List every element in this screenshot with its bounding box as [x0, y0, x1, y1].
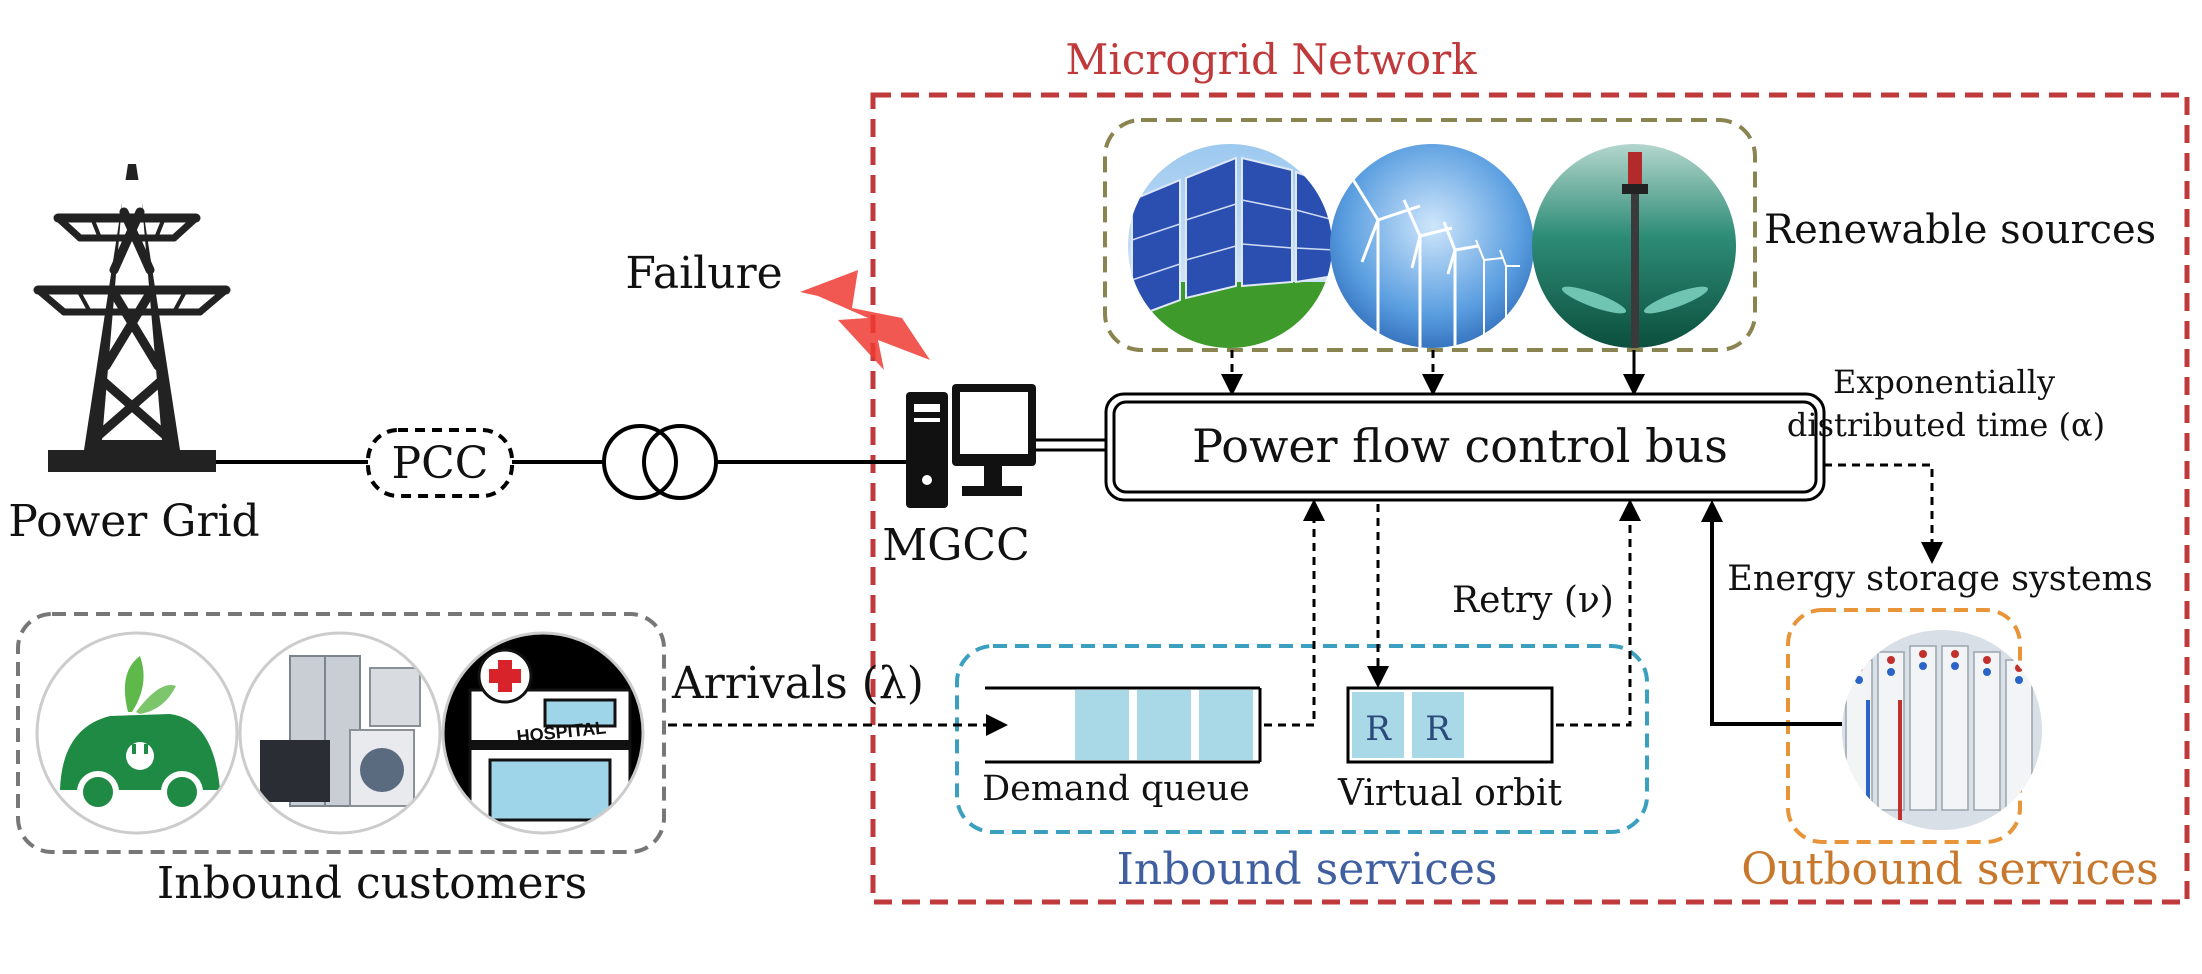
arrivals-label: Arrivals (λ) [671, 658, 924, 709]
appliances-image [240, 633, 440, 833]
demand-queue [985, 686, 1262, 764]
power-flow-bus-label: Power flow control bus [1192, 419, 1728, 473]
outbound-services-label: Outbound services [1741, 844, 2158, 895]
bus-to-storage-arrow [1824, 463, 1943, 564]
mgcc-label: MGCC [882, 520, 1030, 571]
energy-storage-label: Energy storage systems [1727, 559, 2152, 599]
solar-panel-image [1128, 144, 1332, 348]
demand-queue-label: Demand queue [982, 769, 1250, 809]
microgrid-network-title: Microgrid Network [1065, 35, 1477, 84]
orbit-slot-1: R [1365, 709, 1392, 749]
power-grid-label: Power Grid [8, 496, 259, 547]
tidal-turbine-image [1532, 144, 1736, 348]
battery-storage-image [1842, 630, 2042, 830]
power-flow-control-bus [1104, 392, 1826, 502]
queue-to-bus-arrow [1264, 499, 1325, 727]
orbit-retry-arrow [1556, 499, 1641, 727]
transformer-icon [602, 424, 718, 500]
renewable-sources-group [1103, 118, 1757, 352]
tower-base [48, 450, 216, 472]
inbound-customers-group [16, 612, 666, 854]
lightning-bolt-icon [800, 270, 930, 370]
exponential-time-label-line2: distributed time (α) [1787, 406, 2105, 444]
orbit-slot-2: R [1425, 709, 1452, 749]
pcc-box [366, 428, 514, 498]
hospital-image: HOSPITAL [443, 633, 643, 833]
retry-label: Retry (ν) [1452, 580, 1614, 621]
wind-turbine-image [1330, 144, 1534, 348]
inbound-services-group [955, 644, 1649, 834]
inbound-services-label: Inbound services [1116, 844, 1497, 895]
renewable-sources-label: Renewable sources [1764, 207, 2156, 253]
virtual-orbit-label: Virtual orbit [1337, 773, 1563, 814]
pcc-label: PCC [392, 438, 489, 489]
inbound-customers-label: Inbound customers [157, 858, 587, 909]
failure-label: Failure [625, 248, 782, 299]
storage-to-bus-arrow [1701, 500, 1842, 726]
exponential-time-label-line1: Exponentially [1833, 363, 2055, 401]
computer-icon [906, 384, 1036, 508]
microgrid-network-boundary [870, 92, 2190, 905]
electric-car-image [37, 633, 237, 833]
transmission-tower-icon [33, 164, 231, 450]
